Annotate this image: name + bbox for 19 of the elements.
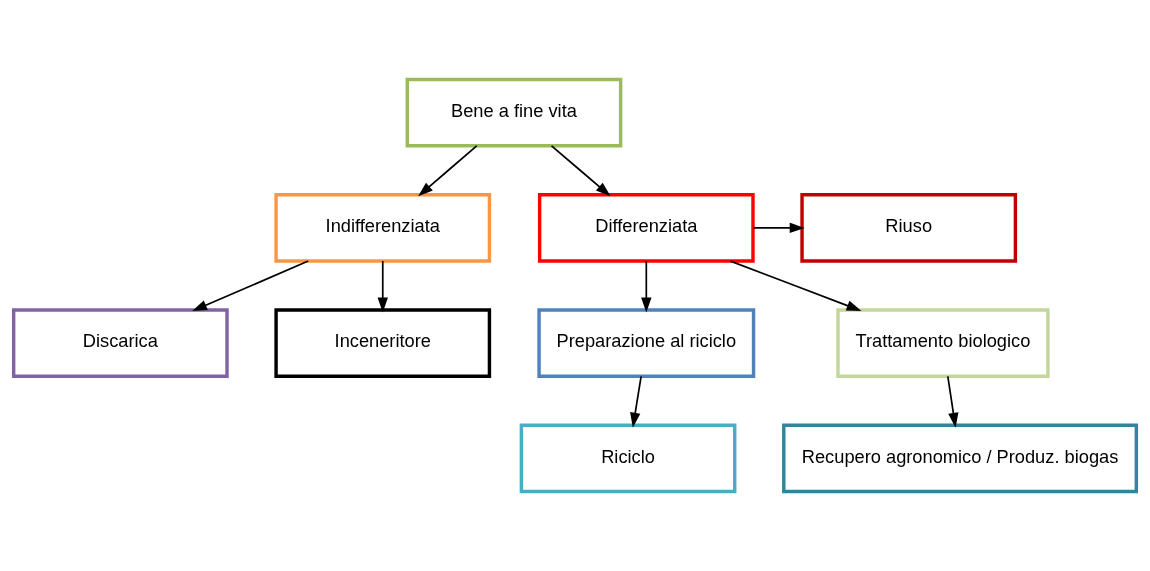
- node-box: Preparazione al riciclo: [537, 308, 756, 378]
- arrow: [192, 260, 310, 312]
- node-box: Inceneritore: [274, 308, 492, 378]
- arrow: [946, 375, 959, 428]
- node-box: Riuso: [800, 193, 1018, 263]
- arrow: [377, 260, 388, 313]
- node-box: Discarica: [11, 308, 229, 378]
- node-box: Indifferenziata: [274, 193, 492, 263]
- arrow: [418, 145, 478, 197]
- node-box: Riciclo: [519, 423, 737, 494]
- arrow: [729, 260, 862, 311]
- arrow: [630, 375, 642, 428]
- node-box: Differenziata: [537, 193, 755, 263]
- node-box: Bene a fine vita: [405, 77, 623, 148]
- arrow: [641, 260, 652, 313]
- node-box: Trattamento biologico: [836, 308, 1050, 378]
- arrow: [550, 145, 611, 197]
- node-box: Recupero agronomico / Produz. biogas: [782, 423, 1139, 494]
- arrow: [752, 222, 805, 234]
